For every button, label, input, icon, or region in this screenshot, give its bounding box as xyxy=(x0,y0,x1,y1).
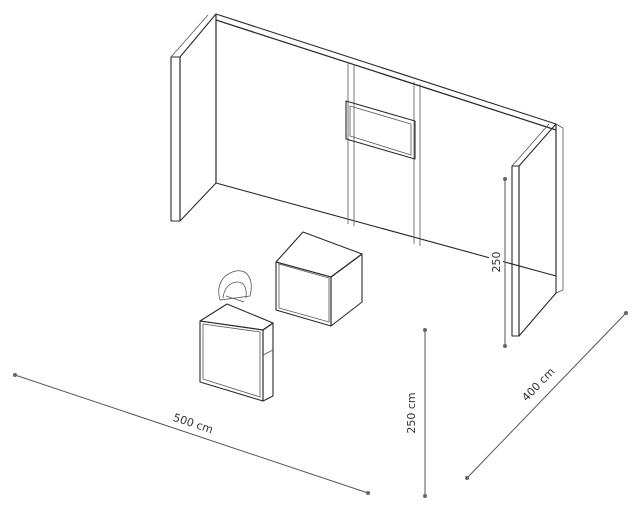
left-side-wall xyxy=(170,13,217,222)
width-dimension: 500 cm xyxy=(13,373,370,495)
chair xyxy=(218,270,252,303)
depth-dimension: 400 cm xyxy=(465,311,628,480)
width-dimension-label: 500 cm xyxy=(171,411,214,436)
wall-screen xyxy=(345,100,416,160)
height-dimension: 250 cm xyxy=(405,328,427,498)
wall-height-dimension-label: 250 xyxy=(490,252,503,273)
right-side-wall xyxy=(511,123,564,337)
counter-desk xyxy=(199,303,274,402)
cube-seat xyxy=(275,231,363,327)
height-dimension-label: 250 cm xyxy=(405,392,418,433)
depth-dimension-label: 400 cm xyxy=(519,365,557,404)
wall-height-dimension: 250 xyxy=(489,177,507,348)
